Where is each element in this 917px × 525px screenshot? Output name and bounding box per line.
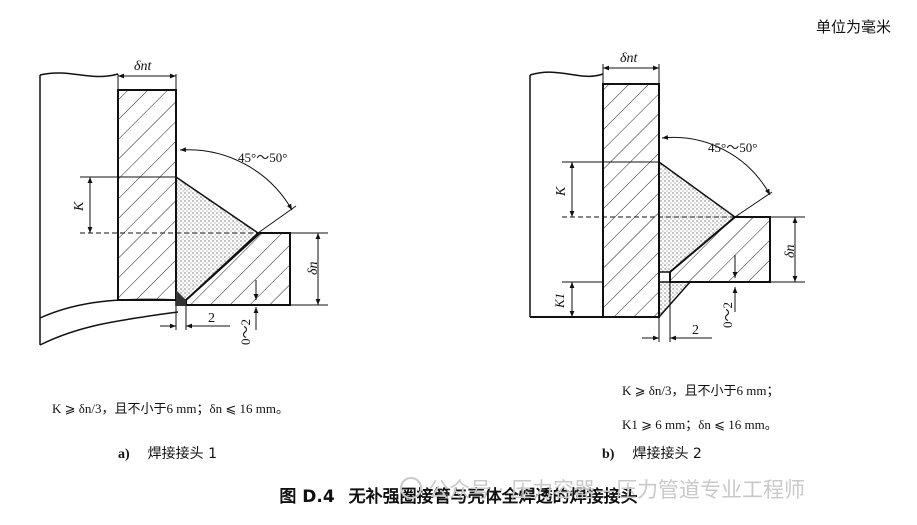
panel-a-drawing: δnt K 45°～50° δn 2 0～2 (39, 59, 328, 346)
panel-a-nozzle-wall (117, 89, 177, 301)
panel-b-leg-label: K (554, 186, 569, 197)
watermark: 公众号 · 压力容器—压力管道专业工程师 (400, 474, 805, 504)
panel-b-thickness-shell: δn (783, 244, 798, 258)
watermark-text: 公众号 · 压力容器—压力管道专业工程师 (428, 478, 806, 502)
panel-a-leg-label: K (72, 201, 87, 212)
panel-a-angle: 45°～50° (238, 150, 287, 165)
figure-number: 图 D.4 (279, 487, 335, 507)
panel-b-subcaption: b) 焊接接头 2 (602, 443, 702, 463)
panel-b-angle: 45°～50° (708, 140, 757, 155)
panel-a-shell-break-top (39, 72, 119, 78)
panel-a-root: 0～2 (238, 319, 253, 345)
panel-b-nozzle-wall (602, 83, 660, 318)
panel-b-note-2: K1 ⩾ 6 mm；δn ⩽ 16 mm。 (622, 417, 778, 432)
panel-a-note: K ⩾ δn/3，且不小于6 mm；δn ⩽ 16 mm。 (52, 401, 289, 416)
panel-b-drawing: δnt K 45°～50° δn K1 2 0～2 (529, 51, 805, 342)
panel-a-shell-arc2 (39, 311, 179, 346)
panel-b-root: 0～2 (720, 302, 735, 328)
panel-b-leg1-label: K1 (552, 293, 567, 309)
panel-b-note-1: K ⩾ δn/3，且不小于6 mm； (622, 383, 780, 398)
panel-a-letter: a) (118, 447, 130, 462)
panel-b-name: 焊接接头 2 (632, 446, 702, 462)
panel-a-name: 焊接接头 1 (147, 446, 218, 462)
panel-a-gap: 2 (208, 311, 215, 326)
units-note: 单位为毫米 (815, 18, 891, 36)
panel-b-fillet (658, 281, 692, 319)
panel-a-subcaption: a) 焊接接头 1 (118, 443, 217, 463)
panel-b-thickness-nozzle: δnt (620, 51, 639, 66)
panel-b-letter: b) (602, 447, 615, 462)
wechat-icon (400, 477, 422, 499)
panel-b-gap: 2 (692, 323, 699, 338)
panel-a-thickness-shell: δn (306, 261, 321, 275)
panel-a-thickness-nozzle: δnt (134, 59, 153, 74)
